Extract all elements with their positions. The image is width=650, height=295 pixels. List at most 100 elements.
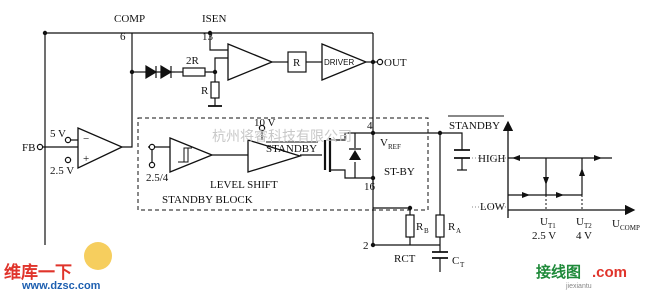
ut2-value: 4 V bbox=[576, 230, 592, 242]
mosfet-drain-wire bbox=[330, 132, 373, 141]
amp-minus: − bbox=[83, 133, 89, 145]
r-block bbox=[287, 51, 307, 73]
2r-to-comparator-wire bbox=[205, 57, 228, 73]
resistor-2r-label: 2R bbox=[186, 55, 200, 67]
2v5-terminal bbox=[64, 156, 72, 164]
ut2-label-sub: T2 bbox=[584, 222, 592, 230]
center-watermark: 杭州将睿科技有限公司 bbox=[212, 128, 352, 144]
capacitor-ct bbox=[432, 251, 448, 259]
vref-label-main: V bbox=[380, 137, 388, 149]
rb-label-main: R bbox=[416, 221, 424, 233]
junction-dot bbox=[212, 69, 218, 75]
ut1-label-main: U bbox=[540, 216, 548, 228]
junction-dot bbox=[437, 130, 443, 136]
stby-pin-number: 16 bbox=[364, 181, 376, 193]
brand-url-text: jiexiantu bbox=[565, 283, 592, 290]
ct-label-main: C bbox=[452, 255, 459, 267]
level-shift-label: LEVEL SHIFT bbox=[210, 179, 278, 191]
isen-pin-number: 13 bbox=[202, 31, 214, 43]
arrow-left-high bbox=[512, 155, 520, 161]
fb-label: FB bbox=[22, 142, 35, 154]
junction-dot bbox=[370, 59, 376, 65]
ct-label-sub: T bbox=[460, 261, 465, 269]
resistor-ra bbox=[435, 214, 445, 238]
clamp-diode bbox=[349, 150, 361, 160]
diode-1 bbox=[145, 64, 158, 80]
error-amplifier bbox=[77, 127, 124, 170]
rb-label-sub: B bbox=[424, 227, 429, 235]
resistor-2r bbox=[182, 67, 206, 77]
diode-2 bbox=[160, 64, 173, 80]
10v-terminal bbox=[258, 124, 266, 132]
junction-dot bbox=[207, 30, 213, 36]
amp-plus: + bbox=[83, 153, 89, 165]
capacitor-vref bbox=[454, 149, 470, 159]
terminals bbox=[36, 58, 384, 169]
current-comparator bbox=[227, 43, 274, 81]
r-block-label: R bbox=[293, 57, 301, 69]
diode-pair bbox=[145, 64, 175, 80]
standby-block-label: STANDBY BLOCK bbox=[162, 194, 253, 206]
ut1-value: 2.5 V bbox=[532, 230, 556, 242]
stby-in-terminal bbox=[148, 143, 156, 151]
vref-pin-number: 4 bbox=[367, 120, 373, 132]
ucomp-label-sub: COMP bbox=[620, 224, 640, 232]
ucomp-label-main: U bbox=[612, 218, 620, 230]
fraction-label: 2.5/4 bbox=[146, 172, 169, 184]
comp-pin-number: 6 bbox=[120, 31, 126, 43]
arrow-right-low bbox=[556, 192, 564, 198]
five-v-label: 5 V bbox=[50, 128, 66, 140]
arrow-left-high-2 bbox=[594, 155, 602, 161]
junction-dot bbox=[42, 30, 48, 36]
graph-high-label: HIGH bbox=[478, 153, 506, 165]
standby-transfer-graph: STANDBY HIGH LOW U T1 U T2 2.5 V 4 V U C… bbox=[448, 115, 640, 242]
graph-low-label: LOW bbox=[480, 201, 506, 213]
out-terminal bbox=[376, 58, 384, 66]
ten-v-label: 10 V bbox=[254, 117, 276, 129]
ut1-label-sub: T1 bbox=[548, 222, 556, 230]
junction-dot bbox=[370, 242, 376, 248]
5v-terminal bbox=[64, 136, 72, 144]
graph-title: STANDBY bbox=[449, 120, 500, 132]
two-five-v-label: 2.5 V bbox=[50, 165, 74, 177]
junction-dot bbox=[129, 69, 135, 75]
arrow-up bbox=[579, 168, 585, 176]
vref-label-sub: REF bbox=[388, 143, 401, 151]
junction-dot bbox=[407, 205, 413, 211]
schmitt-trigger bbox=[169, 137, 214, 173]
fb-terminal bbox=[36, 143, 44, 151]
st-by-label: ST-BY bbox=[384, 166, 415, 178]
amp-output-wire bbox=[122, 33, 133, 148]
ra-label-sub: A bbox=[456, 227, 461, 235]
logo-url-text: www.dzsc.com bbox=[21, 280, 101, 290]
resistor-r bbox=[210, 81, 220, 99]
cap-vref-wire bbox=[440, 132, 463, 150]
isen-label: ISEN bbox=[202, 13, 227, 25]
frac-terminal bbox=[148, 161, 156, 169]
arrow-right-low-2 bbox=[522, 192, 530, 198]
logo-mascot bbox=[84, 242, 112, 270]
brand-com-text: .com bbox=[592, 264, 627, 281]
isen-to-comparator-wire bbox=[209, 33, 228, 51]
standby-block-box bbox=[137, 117, 429, 211]
junction-dot bbox=[370, 175, 376, 181]
brand-cn-text: 接线图 bbox=[536, 263, 581, 281]
ut2-label-main: U bbox=[576, 216, 584, 228]
standby-signal-label: STANDBY bbox=[266, 143, 317, 155]
hysteresis-icon bbox=[178, 147, 192, 163]
rct-pin-number: 2 bbox=[363, 240, 369, 252]
threshold-drop-lines bbox=[545, 195, 583, 210]
jiexiantu-watermark: 接线图 .com jiexiantu bbox=[536, 263, 627, 290]
dzsc-logo-watermark: 维库一下 www.dzsc.com bbox=[4, 242, 112, 292]
logo-cn-text: 维库一下 bbox=[4, 262, 72, 283]
rct-label: RCT bbox=[394, 253, 416, 265]
arrow-down bbox=[543, 177, 549, 185]
junctions bbox=[42, 30, 443, 248]
driver-label: DRIVER bbox=[324, 58, 354, 67]
resistor-rb bbox=[405, 214, 415, 238]
resistor-r-label: R bbox=[201, 85, 209, 97]
out-label: OUT bbox=[384, 57, 407, 69]
comp-label: COMP bbox=[114, 13, 145, 25]
